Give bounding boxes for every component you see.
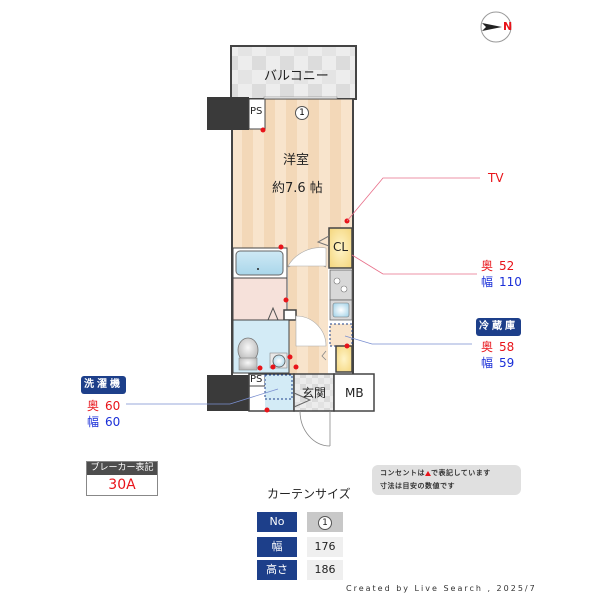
outlet-marker-icon [425, 470, 431, 476]
curtain-row-height: 高さ 186 [257, 560, 343, 580]
curtain-key: 幅 [257, 537, 297, 557]
compass-north-label: N [503, 20, 513, 33]
fridge-dimensions: 奥 58 幅 59 [481, 339, 514, 371]
note-line1-b: で表記しています [431, 469, 491, 477]
breaker-box: ブレーカー表記 30A [86, 461, 158, 496]
fridge-depth-value: 58 [499, 340, 515, 354]
washer-dimensions: 奥 60 幅 60 [87, 398, 120, 430]
note-line2: 寸法は目安の数値です [380, 482, 455, 490]
curtain-key: 高さ [257, 560, 297, 580]
curtain-value: 1 [307, 512, 343, 532]
tv-label: TV [488, 171, 504, 185]
fridge-depth-key: 奥 [481, 340, 494, 354]
balcony-label: バルコニー [264, 69, 329, 84]
curtain-row-width: 幅 176 [257, 537, 343, 557]
ps-top-label: PS [250, 106, 263, 117]
curtain-value: 186 [307, 560, 343, 580]
curtain-row-no: No 1 [257, 512, 343, 532]
washer-badge: 洗濯機 [81, 376, 126, 394]
window-number: 1 [295, 106, 309, 120]
closet-width-key: 幅 [481, 275, 494, 289]
window-marker: 1 [295, 100, 309, 120]
breaker-value: 30A [87, 475, 157, 495]
fridge-width-value: 59 [499, 356, 515, 370]
curtain-key: No [257, 512, 297, 532]
breaker-header: ブレーカー表記 [87, 462, 157, 475]
washer-depth-key: 奥 [87, 399, 100, 413]
fridge-badge: 冷蔵庫 [476, 318, 521, 336]
washer-depth-value: 60 [105, 399, 121, 413]
western-room-label: 洋室 [283, 153, 310, 168]
entrance-label: 玄関 [302, 386, 327, 400]
western-room-size: 約7.6 帖 [272, 181, 323, 196]
washer-width-value: 60 [105, 415, 121, 429]
curtain-value: 176 [307, 537, 343, 557]
closet-label: CL [333, 240, 349, 254]
curtain-number: 1 [318, 516, 332, 530]
closet-depth-key: 奥 [481, 259, 494, 273]
closet-dimensions: 奥 52 幅 110 [481, 258, 522, 290]
fridge-width-key: 幅 [481, 356, 494, 370]
curtain-title: カーテンサイズ [267, 487, 351, 501]
meter-box-label: MB [345, 386, 364, 400]
legend-note: コンセントはで表記しています 寸法は目安の数値です [372, 465, 521, 495]
ps-bottom-label: PS [250, 374, 263, 385]
closet-width-value: 110 [499, 275, 522, 289]
closet-depth-value: 52 [499, 259, 515, 273]
washer-width-key: 幅 [87, 415, 100, 429]
credit-text: Created by Live Search , 2025/7 [346, 584, 537, 593]
note-line1-a: コンセントは [380, 469, 425, 477]
